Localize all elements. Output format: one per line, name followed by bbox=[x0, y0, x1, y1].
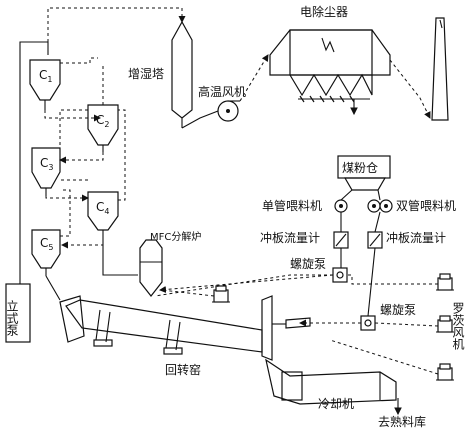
flow-meter-2-label: 冲板流量计 bbox=[386, 230, 446, 245]
screw-pump-2 bbox=[360, 247, 376, 331]
screw-pump-2-label: 螺旋泵 bbox=[380, 303, 416, 317]
cyclone-c2 bbox=[87, 104, 119, 152]
c4-label: C4 bbox=[96, 200, 109, 216]
roots-blower-3 bbox=[436, 363, 454, 381]
cooler bbox=[265, 358, 397, 405]
cyclone-c5 bbox=[31, 229, 61, 276]
c5-to-kiln bbox=[45, 275, 61, 301]
esp-label: 电除尘器 bbox=[300, 4, 348, 19]
single-feeder bbox=[334, 189, 353, 213]
electrostatic-precipitator bbox=[269, 29, 391, 116]
clinker-out-label: 去熟料库 bbox=[378, 414, 426, 429]
humidifier-tower bbox=[171, 20, 193, 128]
air-coal-lines bbox=[154, 274, 439, 375]
esp-to-chimney bbox=[389, 59, 431, 119]
roots-blower-1 bbox=[436, 273, 454, 291]
mfc-calciner bbox=[139, 239, 163, 297]
cyclone-c3 bbox=[31, 147, 61, 196]
chimney bbox=[431, 17, 449, 121]
c1-label: C1 bbox=[39, 68, 52, 84]
gas-duct-top bbox=[47, 7, 186, 42]
cyclone-c1 bbox=[29, 59, 61, 110]
c2-label: C2 bbox=[96, 113, 109, 129]
hot-fan-label: 高温风机 bbox=[198, 84, 246, 99]
fan-to-esp bbox=[239, 54, 269, 102]
preheater-connections bbox=[44, 57, 126, 249]
burner bbox=[272, 317, 311, 329]
double-feeder bbox=[367, 189, 393, 213]
roots-blower-4 bbox=[212, 285, 230, 303]
cooler-label: 冷却机 bbox=[318, 397, 354, 411]
cyclone-c4 bbox=[87, 191, 119, 238]
vertical-pump bbox=[5, 41, 49, 343]
hot-fan bbox=[217, 100, 240, 122]
single-feeder-label: 单管喂料机 bbox=[262, 198, 322, 213]
tower-to-fan bbox=[181, 110, 219, 129]
c3-label: C3 bbox=[40, 156, 53, 172]
flow-meter-right bbox=[367, 211, 383, 249]
humidifier-label: 增湿塔 bbox=[128, 66, 164, 81]
vertical-pump-label: 立式泵 bbox=[5, 299, 19, 336]
flow-meter-left bbox=[333, 212, 349, 249]
screw-pump-1-label: 螺旋泵 bbox=[290, 257, 326, 271]
coal-bin-label: 煤粉仓 bbox=[342, 161, 378, 175]
rotary-kiln bbox=[59, 295, 273, 361]
flow-meter-1-label: 冲板流量计 bbox=[260, 230, 320, 245]
c4-to-calciner bbox=[102, 238, 138, 276]
c5-label: C5 bbox=[40, 236, 53, 252]
kiln-label: 回转窑 bbox=[165, 362, 201, 377]
roots-blower-label: 罗茨风机 bbox=[451, 302, 465, 350]
double-feeder-label: 双管喂料机 bbox=[396, 198, 456, 213]
calciner-label: MFC分解炉 bbox=[150, 230, 201, 243]
screw-pump-1 bbox=[332, 248, 348, 283]
svg-text:立式泵: 立式泵 bbox=[5, 299, 19, 336]
